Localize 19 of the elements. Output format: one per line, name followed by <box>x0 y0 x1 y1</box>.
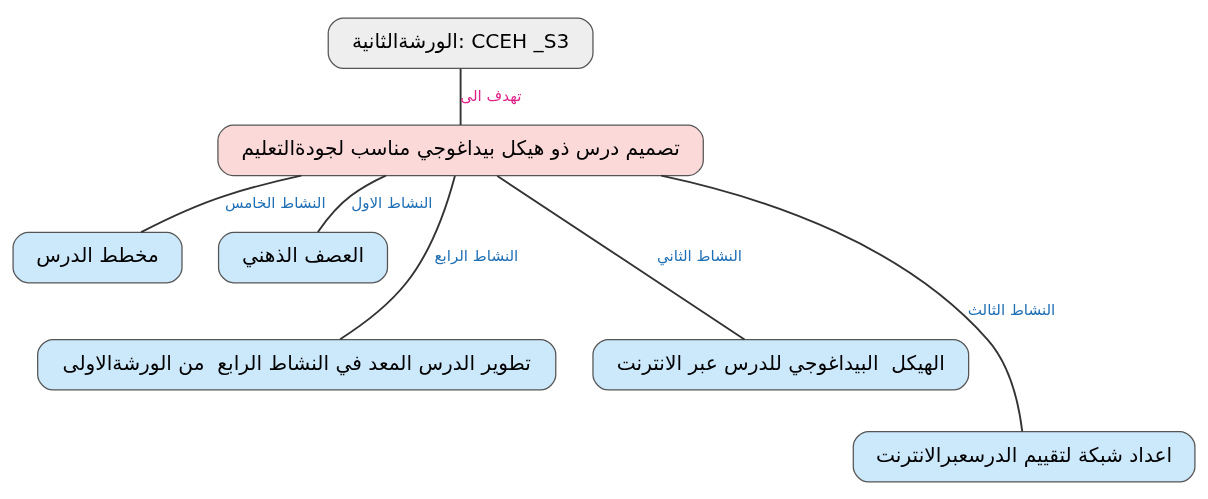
node-box: تطوير الدرس المعد في النشاط الرابع من الورشةالاولى <box>37 338 557 391</box>
connector <box>339 174 456 340</box>
node-box: اعداد شبكة لتقييم الدرسعبرالانترنت <box>852 430 1196 483</box>
node-box: مخطط الدرس <box>12 231 183 283</box>
edge-label: النشاط الخامس <box>224 193 326 212</box>
node-box: العصف الذهني <box>217 231 389 283</box>
connector <box>496 174 746 340</box>
edge-label: النشاط الرابع <box>434 246 519 265</box>
node-box: تصميم درس ذو هيكل بيداغوجي مناسب لجودةالتعليم <box>217 124 704 176</box>
edge-label: النشاط الاول <box>351 193 433 212</box>
node-box: الهيكل البيداغوجي للدرس عبر الانترنت <box>592 338 970 391</box>
node-box: الورشةالثانية: CCEH _S3 <box>327 16 594 69</box>
connector <box>140 174 303 233</box>
edge-label: تهدف الى <box>460 86 522 105</box>
connector <box>316 174 387 233</box>
connector <box>459 67 462 126</box>
edge-label: النشاط الثالث <box>967 300 1056 319</box>
edge-label: النشاط الثاني <box>657 246 742 265</box>
connector <box>660 174 1024 432</box>
